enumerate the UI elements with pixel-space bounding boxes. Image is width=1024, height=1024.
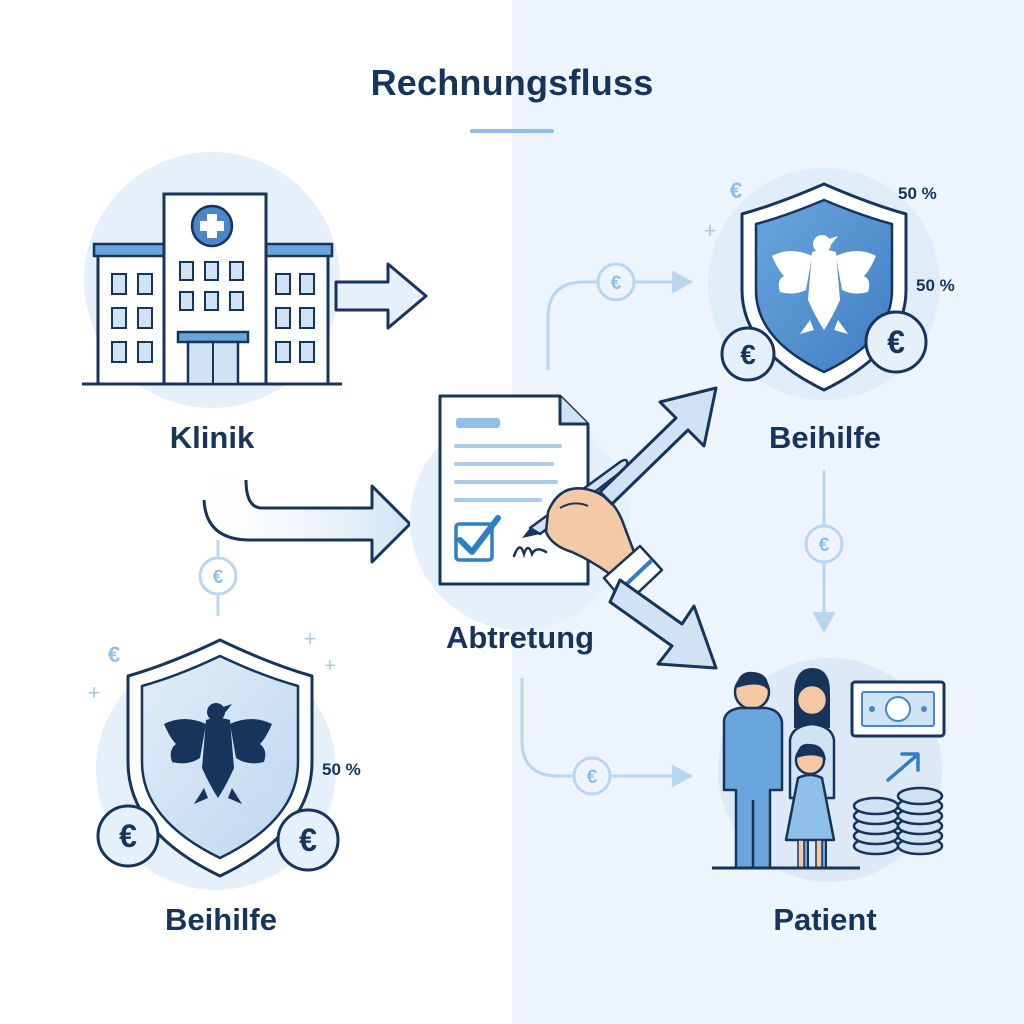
node-label-patient: Patient — [773, 902, 877, 937]
connector-abtretung-beihilfe — [546, 262, 694, 370]
node-label-beihilfe-top: Beihilfe — [769, 420, 881, 455]
euro-coin-icon — [96, 804, 340, 872]
decor-plus: + — [704, 218, 717, 243]
connector-klinik-beihilfe — [198, 540, 238, 616]
coin-euro-symbol: € — [119, 818, 137, 854]
connector-abtretung-patient — [520, 678, 694, 796]
arrow-klinik-right — [334, 262, 428, 330]
connector-euro-right: € — [819, 535, 830, 556]
title-underline — [470, 129, 554, 133]
decor-euro: € — [730, 178, 742, 203]
arrow-to-patient — [608, 578, 718, 670]
coin-stack-icon — [852, 786, 944, 856]
decor-plus: + — [324, 655, 336, 677]
arrow-to-beihilfe-top — [598, 386, 718, 506]
coin-euro-symbol: € — [740, 339, 756, 370]
euro-coin-icon — [720, 310, 928, 382]
node-label-abtretung: Abtretung — [445, 620, 595, 655]
connector-beihilfe-patient — [804, 470, 844, 634]
share-label-top-a: 50 % — [898, 184, 937, 203]
decor-plus: + — [88, 680, 101, 705]
decor-euro: € — [108, 642, 120, 667]
trend-arrow-icon — [886, 752, 920, 782]
hospital-icon — [82, 152, 342, 408]
coin-euro-symbol: € — [887, 324, 905, 360]
decor-plus: + — [304, 626, 317, 651]
coin-euro-symbol: € — [299, 822, 317, 858]
node-label-beihilfe-bottom: Beihilfe — [165, 902, 277, 937]
share-label-top-b: 50 % — [916, 276, 955, 295]
arrow-klinik-to-abtretung — [200, 470, 412, 564]
connector-euro-left: € — [213, 567, 224, 588]
connector-euro-top: € — [611, 273, 622, 294]
connector-euro-bottom: € — [587, 767, 598, 788]
share-label-bottom: 50 % — [322, 760, 361, 779]
node-label-klinik: Klinik — [169, 420, 255, 455]
banknote-icon — [850, 680, 946, 738]
diagram-title: Rechnungsfluss — [370, 62, 654, 103]
